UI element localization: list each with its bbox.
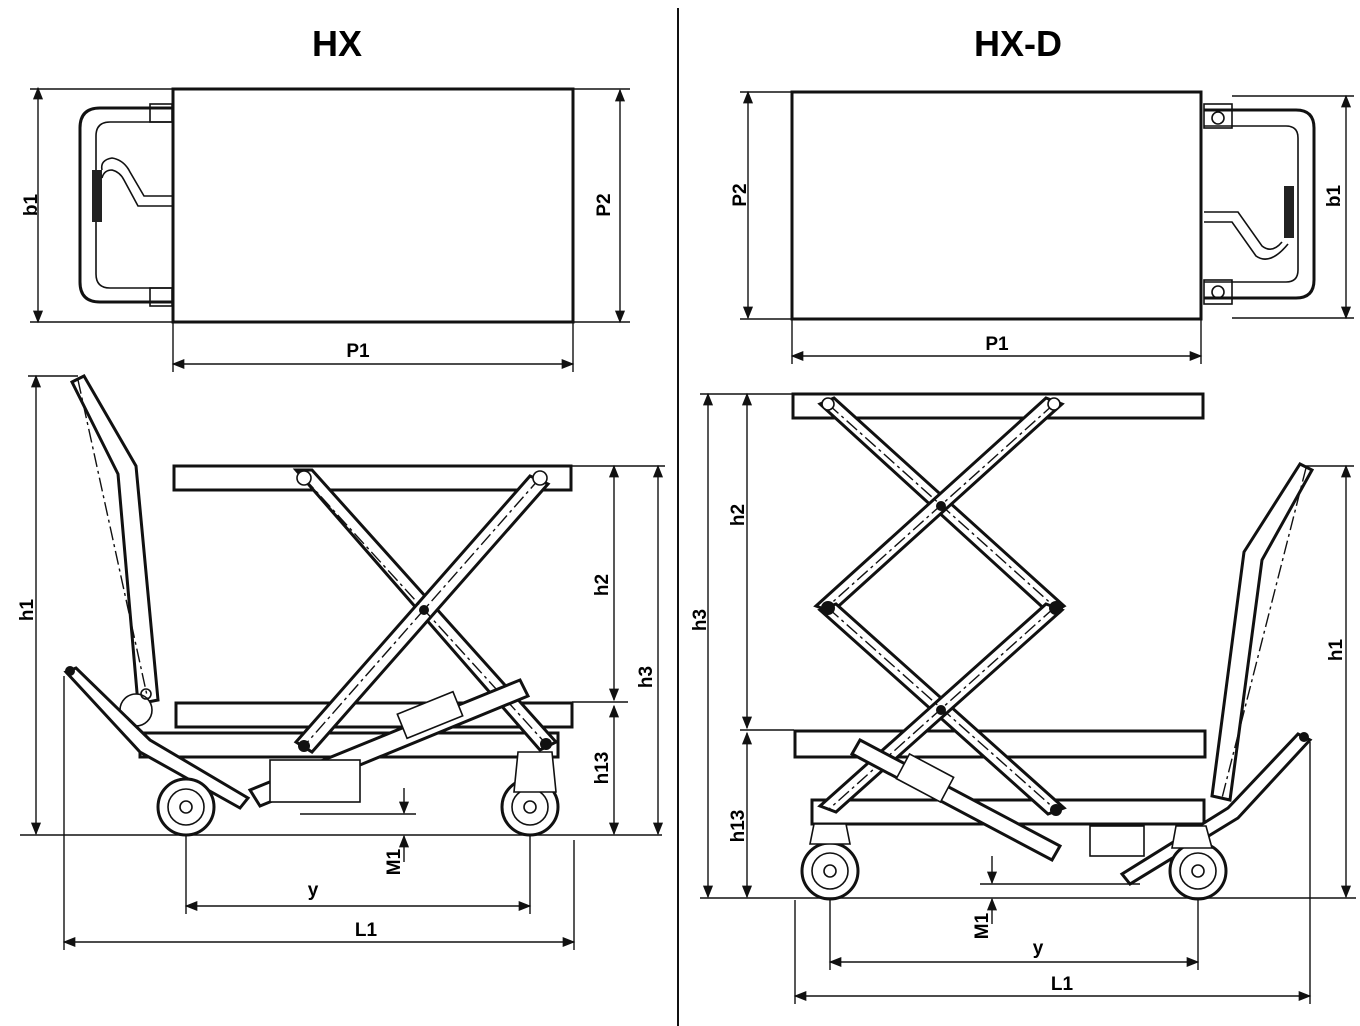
hx-d-label-h3: h3 [690, 609, 711, 631]
hx-handle-top [78, 106, 172, 304]
hx-d-label-h2: h2 [728, 504, 749, 526]
hx-label-P2: P2 [594, 193, 615, 216]
hx-d-panel: HX-D P2 b1 P1 [690, 23, 1356, 1004]
hx-label-M1: M1 [384, 848, 405, 875]
hx-d-label-y: y [1033, 938, 1044, 959]
hx-label-h1: h1 [17, 598, 38, 621]
hx-d-label-L1: L1 [1051, 974, 1074, 995]
hx-d-side-view: h3 h2 h13 h1 M1 y L1 [690, 392, 1356, 1004]
hx-title: HX [312, 23, 362, 64]
hx-d-title: HX-D [974, 23, 1062, 64]
hx-top-view: b1 P2 P1 [21, 86, 630, 372]
hx-side-view: h1 h2 h3 h13 M1 y L1 [17, 374, 665, 950]
hx-label-b1: b1 [21, 193, 42, 216]
hx-front-wheel [156, 777, 216, 837]
hx-d-upper-platform [791, 392, 1205, 420]
hx-d-platform-top [790, 90, 1203, 321]
hx-d-label-h1: h1 [1326, 638, 1347, 661]
hx-label-h2: h2 [592, 574, 613, 596]
hx-d-label-P1: P1 [985, 334, 1009, 355]
hx-d-rear-wheel [1168, 841, 1228, 901]
hx-d-label-h13: h13 [728, 810, 749, 843]
hx-d-handle [1210, 462, 1315, 802]
hx-label-h13: h13 [592, 752, 613, 785]
hx-handle [69, 374, 160, 706]
hx-d-top-view: P2 b1 P1 [730, 90, 1354, 364]
hx-label-L1: L1 [355, 920, 378, 941]
hx-label-h3: h3 [636, 666, 657, 688]
hx-upper-platform [172, 464, 573, 492]
hx-platform-top [171, 87, 575, 324]
hx-label-P1: P1 [346, 341, 370, 362]
hx-d-front-wheel [800, 841, 860, 901]
hx-d-label-M1: M1 [972, 912, 993, 939]
hx-d-label-P2: P2 [730, 183, 751, 206]
hx-d-handle-top [1204, 108, 1316, 300]
hx-d-label-b1: b1 [1324, 184, 1345, 207]
hx-panel: HX b1 P2 [17, 23, 665, 950]
hx-label-y: y [308, 880, 319, 901]
